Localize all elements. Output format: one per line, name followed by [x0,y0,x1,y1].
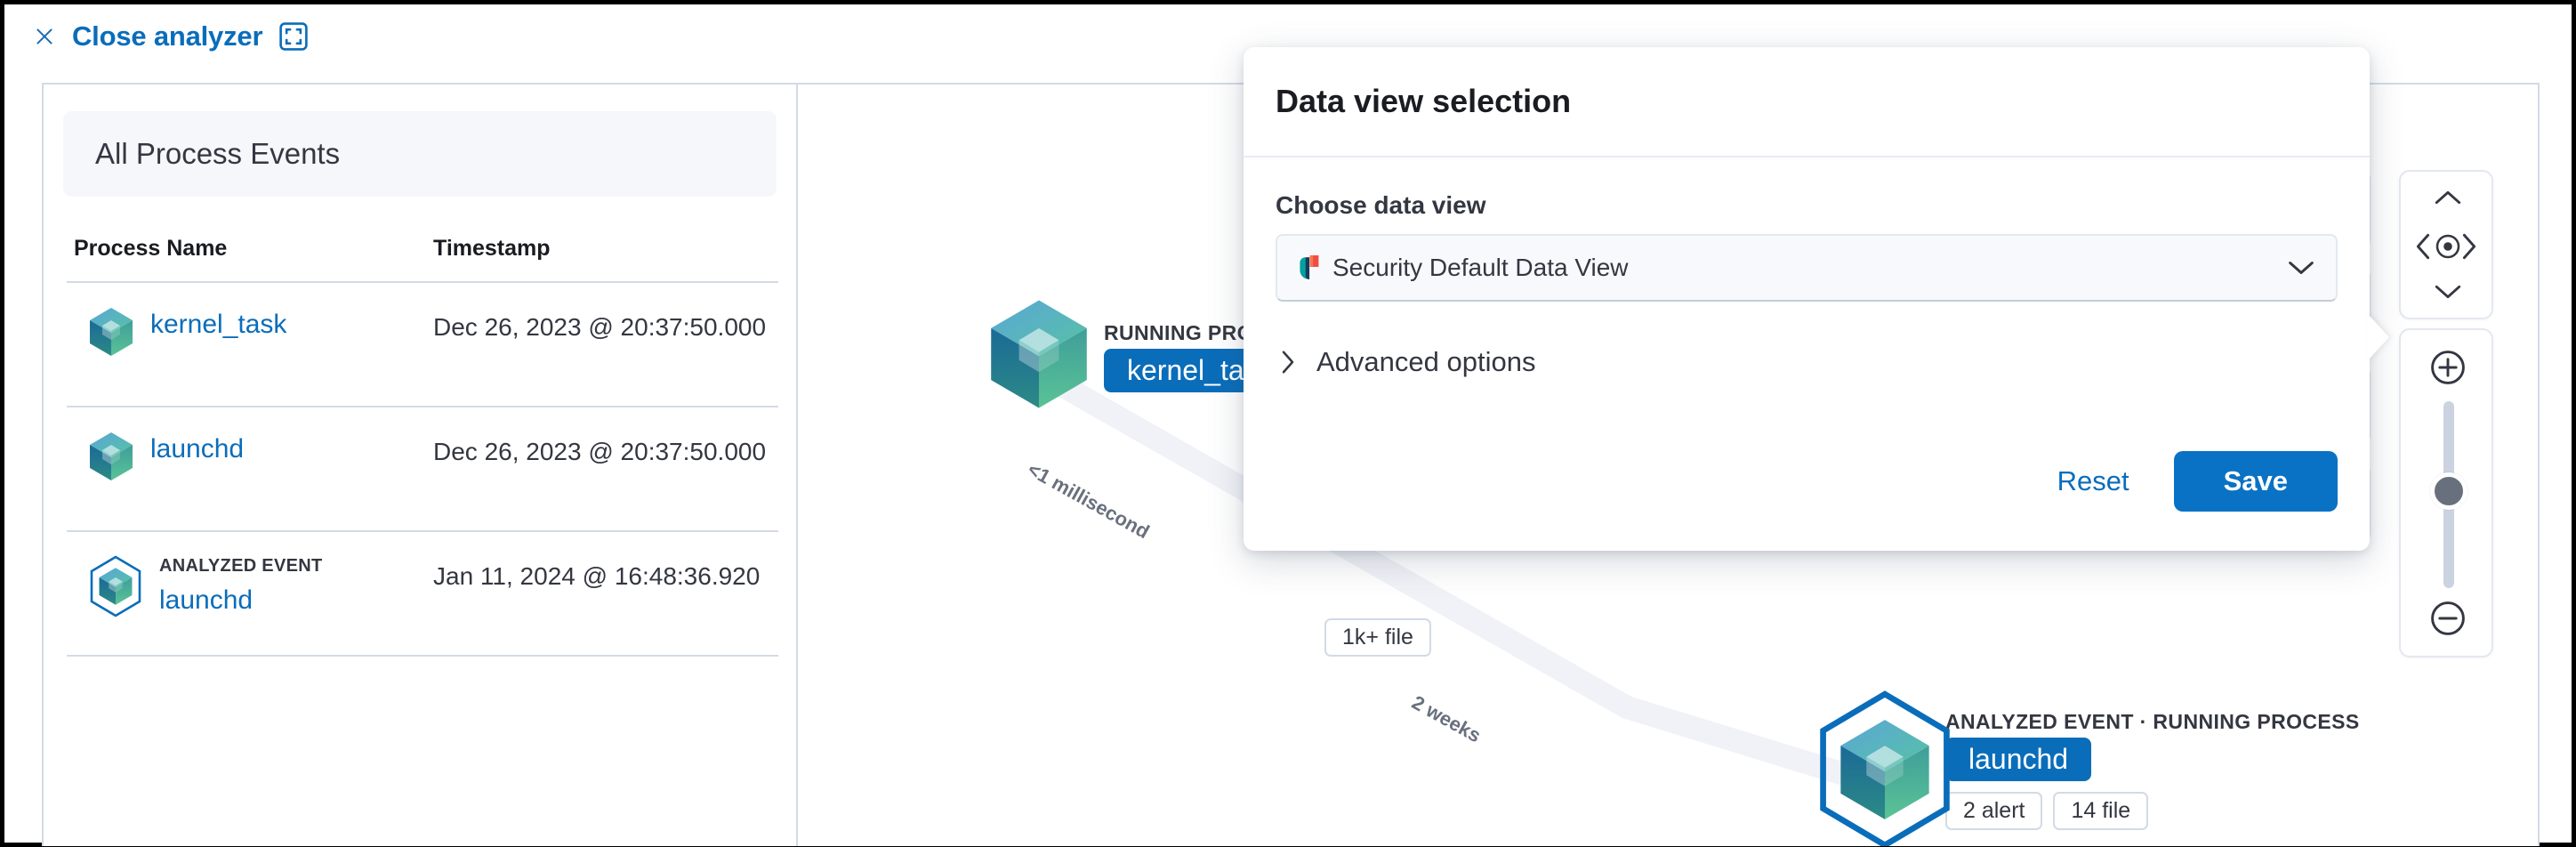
choose-data-view-label: Choose data view [1276,191,1486,219]
process-events-table: Process Name Timestamp [67,236,778,657]
popover-header: Data view selection [1244,47,2370,157]
data-view-select[interactable]: Security Default Data View [1276,234,2338,302]
fullscreen-expand-icon[interactable] [278,21,309,52]
advanced-options-label: Advanced options [1316,346,1536,377]
graph-navigation-controls [2399,170,2493,657]
popover-title: Data view selection [1276,83,1572,119]
table-row[interactable]: launchd Dec 26, 2023 @ 20:37:50.000 [67,407,778,532]
process-name-link[interactable]: launchd [159,585,254,615]
process-name-link[interactable]: launchd [150,434,245,464]
row-timestamp: Dec 26, 2023 @ 20:37:50.000 [433,438,767,465]
process-cube-icon [88,431,134,492]
chevron-down-icon[interactable] [2432,278,2464,305]
close-analyzer-link[interactable]: Close analyzer [72,20,263,52]
advanced-options-toggle[interactable]: Advanced options [1276,346,2338,378]
graph-node-launchd[interactable]: ANALYZED EVENT · RUNNING PROCESS launchd… [1814,690,2360,846]
analyzed-process-cube-hex-icon [88,555,143,617]
analyzed-event-tag: ANALYZED EVENT [159,556,323,576]
zoom-slider-thumb[interactable] [2430,472,2467,510]
zoom-control-pad[interactable] [2399,328,2493,657]
chevron-left-icon[interactable] [2410,230,2436,262]
node-alert-badge[interactable]: 2 alert [1945,791,2043,830]
row-timestamp: Jan 11, 2024 @ 16:48:36.920 [433,562,761,590]
analyzed-process-cube-hex-icon [1814,690,1956,846]
node-file-badge[interactable]: 14 file [2053,791,2149,830]
zoom-in-plus-icon[interactable] [2428,348,2467,387]
edge-file-badge[interactable]: 1k+ file [1324,618,1431,657]
chevron-right-icon[interactable] [2456,230,2483,262]
reset-button[interactable]: Reset [2045,458,2142,504]
process-events-panel: All Process Events Process Name Timestam… [44,85,798,846]
node-kind-label: ANALYZED EVENT · RUNNING PROCESS [1945,709,2360,733]
panel-heading: All Process Events [63,111,777,197]
zoom-out-minus-icon[interactable] [2428,599,2467,638]
table-row[interactable]: kernel_task Dec 26, 2023 @ 20:37:50.000 [67,283,778,407]
chevron-up-icon[interactable] [2432,184,2464,211]
pan-control-pad[interactable] [2399,170,2493,319]
process-cube-icon [88,306,134,367]
center-target-icon[interactable] [2432,229,2464,264]
data-view-selected-value: Security Default Data View [1332,254,1629,281]
chevron-right-icon [1279,349,1297,375]
node-process-pill[interactable]: launchd [1945,737,2092,781]
data-view-selection-popover: Data view selection Choose data view Sec… [1244,47,2389,551]
process-cube-icon [986,296,1091,416]
elastic-logo-icon [1299,255,1319,280]
panel-title: All Process Events [95,137,341,170]
chevron-down-icon[interactable] [2286,258,2316,278]
popover-arrow [2368,314,2389,360]
popover-body: Choose data view Security Default Data V… [1244,157,2370,378]
close-x-icon[interactable] [33,25,56,48]
popover-actions: Reset Save [2045,451,2338,512]
table-header-row: Process Name Timestamp [67,236,778,283]
column-header-process-name: Process Name [74,236,228,261]
table-row[interactable]: ANALYZED EVENT launchd Jan 11, 2024 @ 16… [67,532,778,657]
row-timestamp: Dec 26, 2023 @ 20:37:50.000 [433,313,767,341]
save-button[interactable]: Save [2173,451,2338,512]
process-name-link[interactable]: kernel_task [150,310,287,339]
column-header-timestamp: Timestamp [433,236,551,261]
